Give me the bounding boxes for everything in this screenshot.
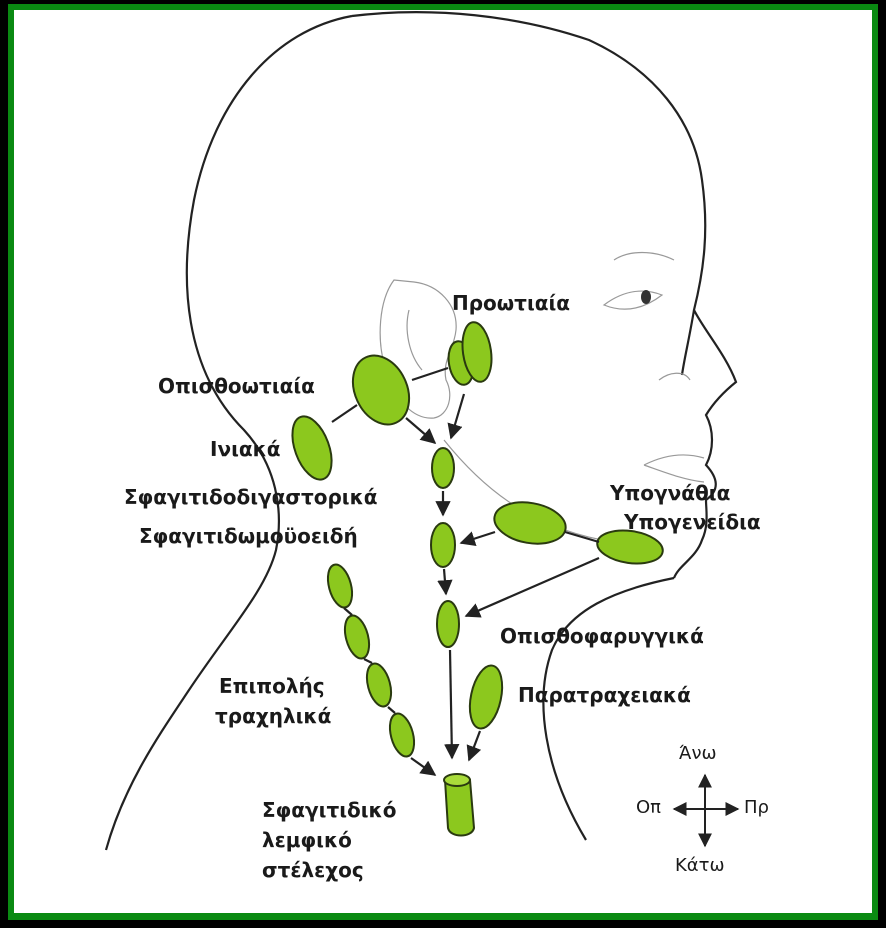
node-superficial-2: [341, 613, 374, 661]
label-superficial-cervical-1: Επιπολής: [219, 673, 325, 699]
label-jugulodigastric: Σφαγιτιδοδιγαστορικά: [124, 484, 378, 510]
arrow-paratracheal-trunk: [469, 731, 480, 760]
node-superficial-3: [363, 661, 396, 709]
arrow-submental-deep-lower: [466, 558, 599, 616]
nose-lips-outline: [682, 310, 694, 375]
arrow-preauricular-jugulodigastric: [451, 394, 464, 438]
link-superficial-2-3: [364, 659, 372, 663]
compass-right-label: Πρ: [744, 797, 769, 818]
link-postauricular-preauricular: [412, 368, 448, 380]
head-neck-lymph-diagram: [14, 10, 872, 913]
label-occipital: Ινιακά: [210, 436, 281, 462]
label-jugular-trunk-3: στέλεχος: [262, 857, 364, 883]
arrow-deep-lower-trunk: [450, 650, 452, 758]
jugular-trunk-cylinder: [444, 774, 474, 836]
node-juguloomohyoid: [431, 523, 455, 567]
node-superficial-4: [386, 711, 419, 759]
diagram-canvas: Προωτιαία Οπισθοωτιαία Ινιακά Σφαγιτιδοδ…: [14, 10, 872, 913]
label-postauricular: Οπισθοωτιαία: [158, 373, 315, 399]
node-superficial-1: [324, 562, 357, 610]
compass-down-label: Κάτω: [675, 855, 725, 876]
nostril: [659, 373, 690, 380]
label-jugular-trunk-1: Σφαγιτιδικό: [262, 797, 397, 823]
link-submental-submandibular: [565, 532, 599, 542]
flow-arrows: [332, 368, 599, 775]
ear-inner: [407, 310, 422, 370]
orientation-compass: [674, 775, 738, 846]
label-juguloomohyoid: Σφαγιτιδωμοϋοειδή: [139, 523, 358, 549]
label-submandibular: Υπογνάθια: [610, 480, 730, 506]
node-jugulodigastric: [432, 448, 454, 488]
label-jugular-trunk-2: λεμφικό: [262, 827, 352, 853]
arrow-postauricular-jugulodigastric: [406, 418, 435, 443]
link-superficial-3-4: [388, 707, 395, 713]
label-superficial-cervical-2: τραχηλικά: [215, 703, 331, 729]
pupil: [641, 290, 651, 304]
link-occipital-postauricular: [332, 405, 357, 422]
eyebrow: [614, 253, 674, 261]
label-retropharyngeal: Οπισθοφαρυγγικά: [500, 623, 704, 649]
node-submandibular: [491, 497, 569, 549]
link-superficial-1-2: [344, 608, 352, 615]
compass-up-label: Άνω: [679, 743, 717, 764]
node-deep-lower: [437, 601, 459, 647]
compass-left-label: Οπ: [636, 797, 661, 818]
node-occipital: [285, 411, 340, 485]
mouth: [644, 455, 704, 482]
arrow-submandibular-juguloomohyoid: [461, 532, 495, 543]
eye: [604, 291, 662, 309]
arrow-juguloomohyoid-down: [444, 569, 446, 594]
label-paratracheal: Παρατραχειακά: [518, 682, 691, 708]
label-preauricular: Προωτιαία: [452, 290, 570, 316]
node-paratracheal: [465, 663, 508, 732]
arrow-superficial-trunk: [411, 758, 435, 775]
label-submental: Υπογενείδια: [624, 509, 761, 535]
